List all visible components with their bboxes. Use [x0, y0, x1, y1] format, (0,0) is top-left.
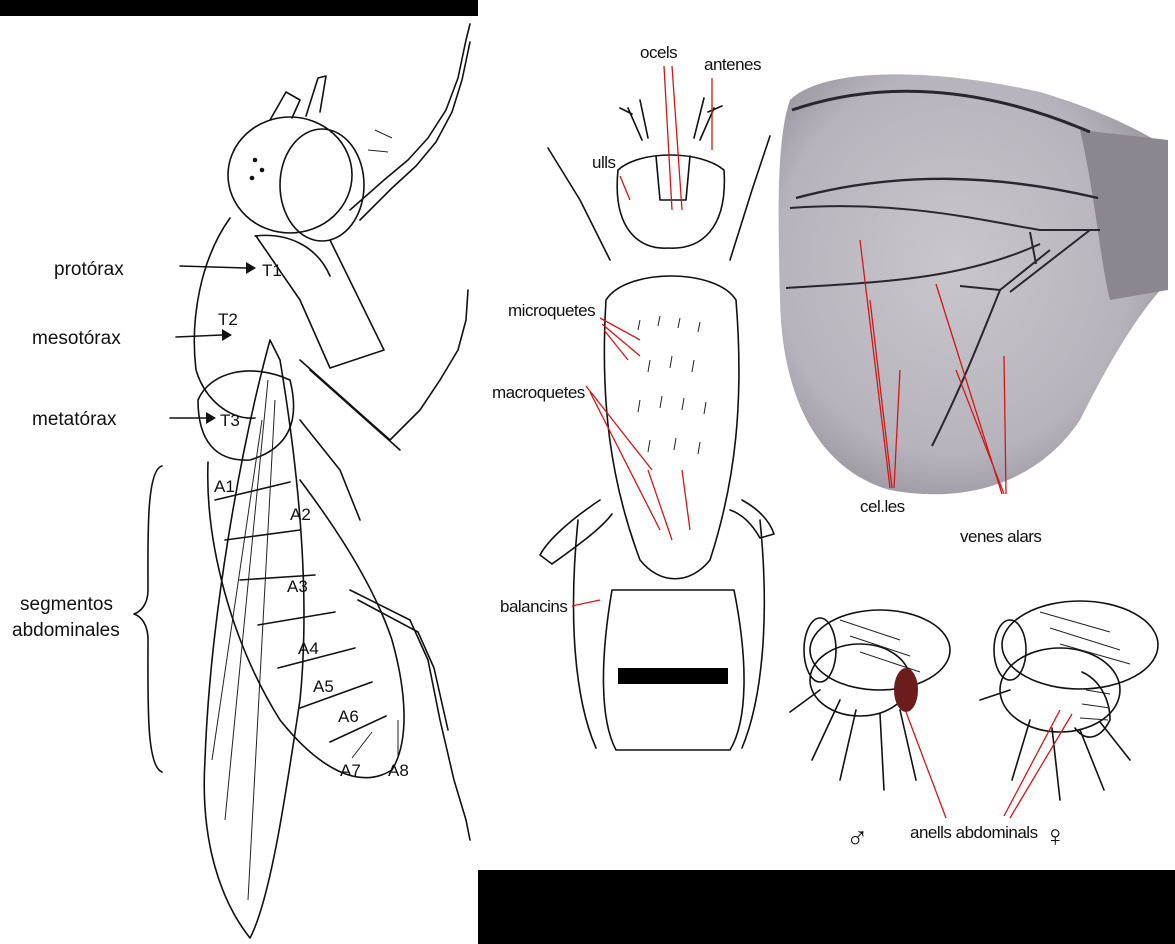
- segment-t1-label: T1: [262, 261, 282, 280]
- balancins-label: balancins: [500, 597, 567, 616]
- metatorax-label: metatórax: [32, 409, 117, 430]
- abdomen-group-label-line2: abdominales: [12, 620, 120, 641]
- abdomen-group-label-line1: segmentos: [20, 594, 113, 615]
- segment-t2-label: T2: [218, 310, 238, 329]
- segment-a6-label: A6: [338, 707, 359, 726]
- macroquetes-label: macroquetes: [492, 383, 585, 402]
- segment-a4-label: A4: [298, 639, 319, 658]
- wing-photo: [779, 74, 1168, 494]
- wing-cells-label: cel.les: [860, 497, 905, 516]
- segment-a8-label: A8: [388, 761, 409, 780]
- segment-t3-label: T3: [220, 411, 240, 430]
- anells-pointer-female: [1004, 710, 1072, 818]
- female-fly-drawing: [980, 601, 1158, 800]
- bottom-black-box: [478, 870, 1175, 944]
- lateral-fly-drawing: [134, 24, 470, 938]
- male-symbol: ♂: [846, 822, 869, 855]
- ocels-label: ocels: [640, 43, 677, 62]
- segment-a1-label: A1: [214, 477, 235, 496]
- segment-a3-label: A3: [287, 577, 308, 596]
- antenes-label: antenes: [704, 55, 761, 74]
- segment-a5-label: A5: [313, 677, 334, 696]
- mesotorax-label: mesotórax: [32, 328, 121, 349]
- segment-a2-label: A2: [290, 505, 311, 524]
- ulls-label: ulls: [592, 153, 616, 172]
- anells-abdominals-label: anells abdominals: [910, 823, 1038, 842]
- female-symbol: ♀: [1044, 820, 1067, 853]
- top-black-bar: [0, 0, 478, 16]
- dorsal-fly-drawing: [540, 98, 774, 750]
- male-fly-drawing: [790, 610, 950, 790]
- microquetes-label: microquetes: [508, 301, 595, 320]
- wing-veins-label: venes alars: [960, 527, 1041, 546]
- dorsal-pointer-lines: [572, 66, 712, 606]
- segment-a7-label: A7: [340, 761, 361, 780]
- protorax-label: protórax: [54, 259, 124, 280]
